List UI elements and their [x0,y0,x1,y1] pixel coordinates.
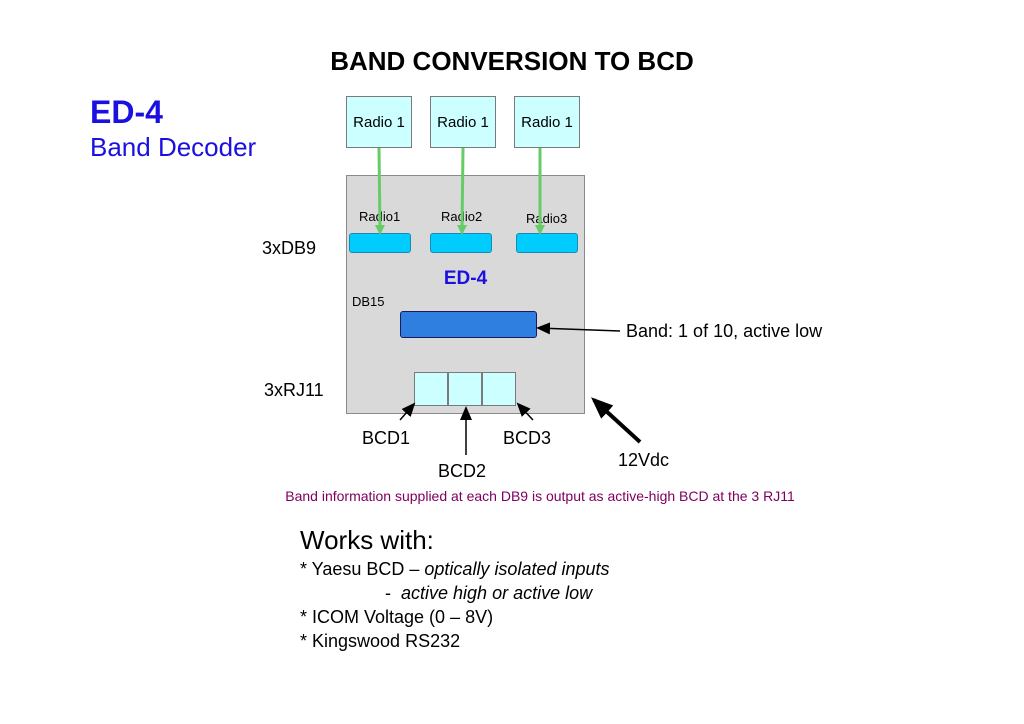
radio-box-2: Radio 1 [430,96,496,148]
device-name: ED-4 [443,268,488,289]
db9-port-label-3: Radio3 [526,211,568,226]
db15-connector [400,311,537,338]
bcd1-label: BCD1 [362,428,411,448]
db15-label: DB15 [352,294,385,309]
radio1-wire [374,147,385,235]
rj11-jack-2 [448,372,482,406]
band-output-label: Band: 1 of 10, active low [626,321,823,341]
rj11-jack-3 [482,372,516,406]
rj11-jack-1 [414,372,448,406]
works-with-heading: Works with: [300,525,434,555]
db9-connector-3 [516,233,578,253]
works-with-item-2: - active high or active low [300,583,593,603]
bcd3-arrow [516,402,534,421]
power-arrow [591,397,642,444]
works-with-item-3: * ICOM Voltage (0 – 8V) [300,607,494,627]
works-with-item-1: * Yaesu BCD – optically isolated inputs [300,559,610,579]
bcd2-label: BCD2 [438,461,487,481]
rj11-group-label: 3xRJ11 [264,380,324,400]
band-output-arrow [536,322,621,335]
diagram-caption: Band information supplied at each DB9 is… [285,488,795,504]
diagram-title: BAND CONVERSION TO BCD [330,46,694,76]
power-label: 12Vdc [618,450,670,470]
radio-box-1: Radio 1 [346,96,412,148]
db9-group-label: 3xDB9 [262,238,317,258]
product-name: ED-4 [90,94,163,130]
radio2-wire [457,147,468,235]
bcd1-arrow [399,402,416,421]
bcd3-label: BCD3 [503,428,552,448]
radio-box-3: Radio 1 [514,96,580,148]
product-subtitle: Band Decoder [90,132,257,162]
works-with-item-4: * Kingswood RS232 [300,631,461,651]
